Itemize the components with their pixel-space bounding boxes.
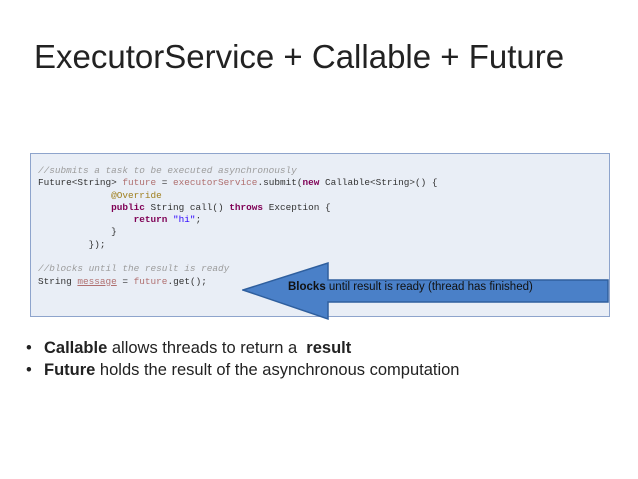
- code-string: "hi": [173, 214, 196, 226]
- callout-bold: Blocks: [288, 281, 326, 293]
- bullet-marker: •: [26, 361, 32, 379]
- code-listing: //submits a task to be executed asynchro…: [38, 165, 438, 288]
- code-text: .submit(: [257, 177, 303, 189]
- slide-title: ExecutorService + Callable + Future: [34, 38, 565, 75]
- callout-text: until result is ready (thread has finish…: [325, 281, 533, 293]
- code-text: Future<String>: [38, 177, 123, 189]
- code-keyword: new: [302, 177, 320, 189]
- code-variable: future: [122, 177, 157, 189]
- code-text: String call(): [144, 201, 230, 213]
- code-variable: message: [77, 275, 117, 287]
- code-comment: //submits a task to be executed asynchro…: [38, 165, 297, 176]
- code-variable: future: [133, 275, 168, 287]
- code-text: ;: [195, 214, 202, 226]
- code-text: }: [111, 226, 117, 238]
- code-text: .get();: [167, 275, 207, 287]
- bullet-bold: Future: [44, 361, 96, 379]
- bullet-item: • Callable allows threads to return a res…: [26, 337, 459, 359]
- code-text: Callable<String>() {: [319, 177, 438, 189]
- callout-arrow: [242, 262, 609, 321]
- code-keyword: return: [133, 214, 168, 226]
- code-text: =: [116, 275, 134, 287]
- code-annotation: @Override: [111, 189, 162, 201]
- code-keyword: public: [111, 201, 145, 213]
- bullet-item: • Future holds the result of the asynchro…: [26, 359, 459, 381]
- code-variable: executorService: [173, 177, 258, 189]
- code-text: });: [88, 238, 106, 250]
- code-text: String: [38, 275, 78, 287]
- bullet-text: holds the result of the asynchronous com…: [95, 361, 460, 379]
- code-keyword: throws: [229, 201, 264, 213]
- code-text: =: [156, 177, 174, 189]
- code-text: Exception {: [263, 201, 331, 213]
- callout-label: Blocks until result is ready (thread has…: [288, 281, 533, 293]
- bullet-list: • Callable allows threads to return a res…: [26, 337, 459, 381]
- bullet-text: allows threads to return a: [107, 339, 307, 357]
- bullet-marker: •: [26, 339, 32, 357]
- code-comment: //blocks until the result is ready: [38, 263, 230, 275]
- callout-arrow-shape: [242, 262, 609, 321]
- bullet-bold: Callable: [44, 339, 108, 357]
- bullet-bold: result: [306, 339, 352, 357]
